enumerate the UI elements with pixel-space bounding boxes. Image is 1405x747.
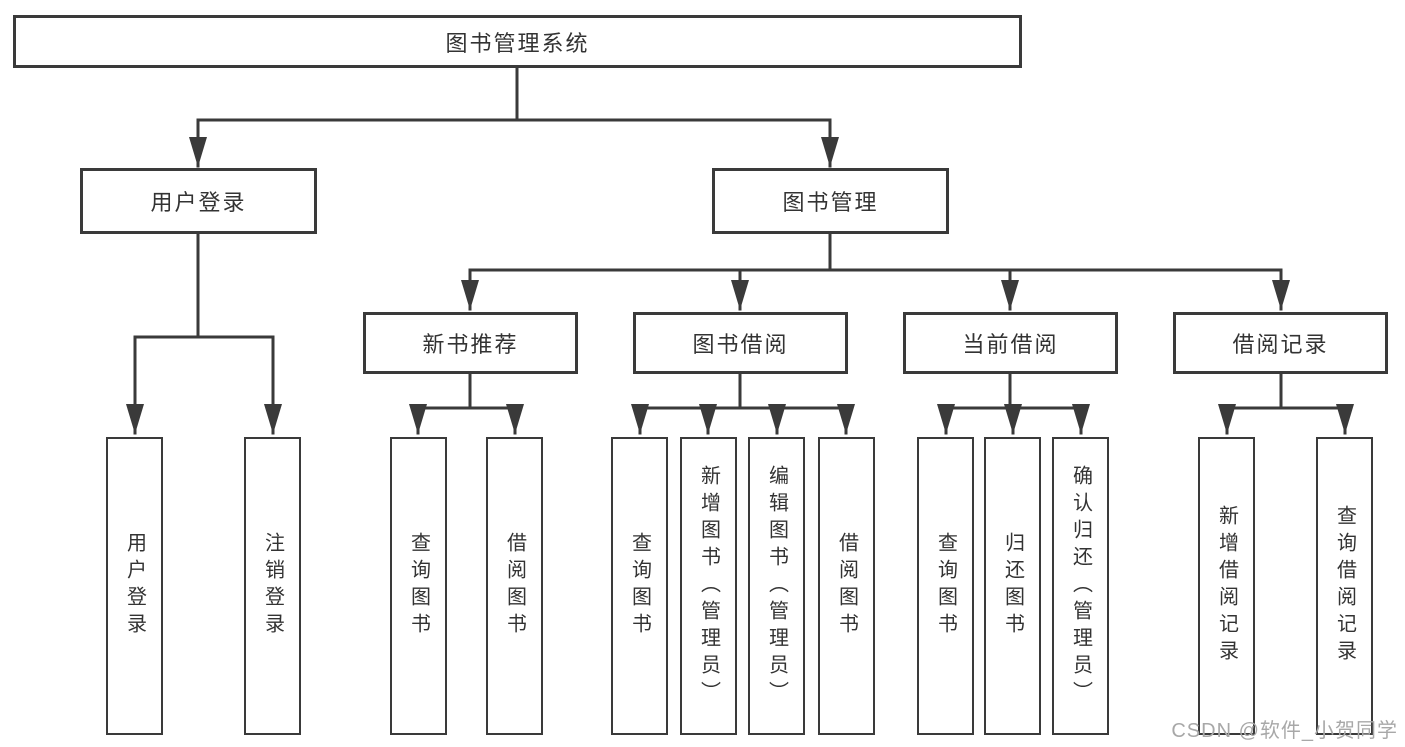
node-root-library-system: 图书管理系统: [13, 15, 1022, 68]
connector-borrow-records: [1225, 371, 1347, 410]
connector-book-management: [468, 232, 1283, 272]
leaf-query-borrow-record: 查询借阅记录: [1316, 437, 1373, 735]
leaf-query-books-current: 查询图书: [917, 437, 974, 735]
node-book-borrowing: 图书借阅: [633, 312, 848, 374]
leaf-user-login: 用户登录: [106, 437, 163, 735]
connector-new-book-recommend: [416, 371, 517, 410]
leaf-return-books: 归还图书: [984, 437, 1041, 735]
connector-current-borrowing: [944, 371, 1083, 410]
leaf-logout: 注销登录: [244, 437, 301, 735]
leaf-confirm-return-admin: 确认归还（管理员）: [1052, 437, 1109, 735]
node-user-login: 用户登录: [80, 168, 317, 234]
node-book-management: 图书管理: [712, 168, 949, 234]
connector-root: [196, 64, 832, 122]
leaf-query-books-recommend: 查询图书: [390, 437, 447, 735]
node-current-borrowing: 当前借阅: [903, 312, 1118, 374]
node-new-book-recommend: 新书推荐: [363, 312, 578, 374]
leaf-borrow-books-borrowing: 借阅图书: [818, 437, 875, 735]
leaf-edit-books-admin: 编辑图书（管理员）: [748, 437, 805, 735]
leaf-add-borrow-record: 新增借阅记录: [1198, 437, 1255, 735]
leaf-borrow-books-recommend: 借阅图书: [486, 437, 543, 735]
connector-user-login: [133, 232, 275, 339]
leaf-query-books-borrowing: 查询图书: [611, 437, 668, 735]
leaf-add-books-admin: 新增图书（管理员）: [680, 437, 737, 735]
connector-book-borrowing: [638, 371, 848, 410]
watermark: CSDN @软件_小贺同学: [1171, 720, 1398, 742]
node-borrow-records: 借阅记录: [1173, 312, 1388, 374]
